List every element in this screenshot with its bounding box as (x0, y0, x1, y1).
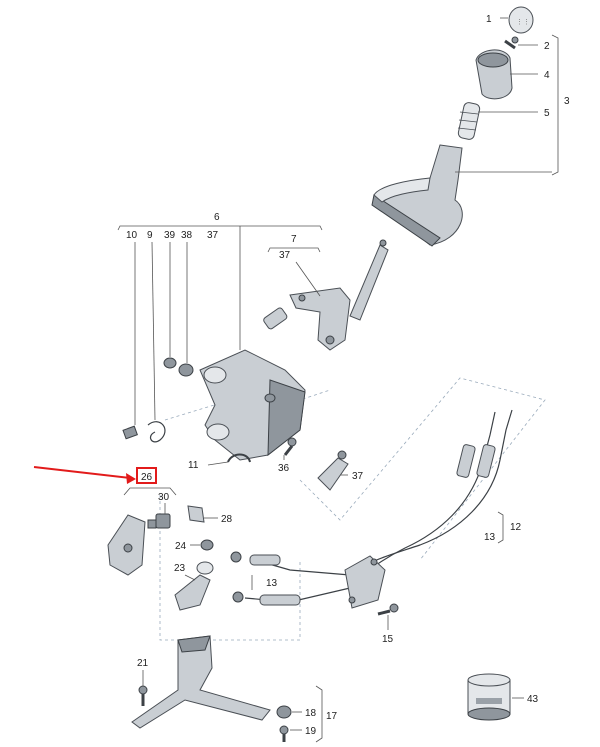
label-3: 3 (564, 96, 570, 107)
grommet-18 (276, 705, 292, 719)
cable-end-37 (317, 450, 349, 491)
label-43: 43 (527, 694, 539, 705)
label-1: 1 (486, 14, 492, 25)
label-5: 5 (544, 108, 550, 119)
label-12: 12 (510, 522, 522, 533)
label-37-top: 37 (279, 250, 291, 261)
cable-fitting-lower (232, 591, 301, 606)
callout-labels: 1 2 3 4 5 6 7 37 10 9 39 38 37 11 36 37 … (126, 14, 570, 737)
label-21: 21 (137, 658, 149, 669)
support-bracket (131, 635, 271, 729)
label-38: 38 (181, 230, 193, 241)
label-6: 6 (214, 212, 220, 223)
screw-36 (283, 437, 297, 456)
label-13-right: 13 (484, 532, 496, 543)
cable-fitting-upper (230, 551, 281, 566)
nut-24 (200, 539, 214, 551)
cable-bracket (344, 555, 386, 609)
label-37-mid: 37 (207, 230, 219, 241)
label-30: 30 (158, 492, 170, 503)
label-11: 11 (188, 460, 199, 471)
label-7: 7 (291, 234, 297, 245)
label-23: 23 (174, 563, 186, 574)
bushing-39 (163, 357, 177, 369)
svg-text:⋮⋮: ⋮⋮ (516, 19, 530, 26)
knob-screw (504, 36, 519, 50)
screw-15 (377, 603, 399, 616)
lever-bracket (263, 287, 351, 351)
label-15: 15 (382, 634, 394, 645)
bushing-28 (187, 505, 205, 523)
lever-23 (174, 561, 214, 611)
label-10: 10 (126, 230, 138, 241)
label-19: 19 (305, 726, 317, 737)
label-18: 18 (305, 708, 317, 719)
label-13-lower: 13 (266, 578, 278, 589)
label-37-right: 37 (352, 471, 364, 482)
gear-knob-cap: ⋮⋮ (508, 6, 534, 34)
relay-lever-plate (107, 514, 157, 576)
shift-boot (371, 144, 463, 247)
label-17: 17 (326, 711, 338, 722)
spring-sleeve (457, 102, 481, 140)
label-26: 26 (141, 472, 153, 483)
label-9: 9 (147, 230, 153, 241)
gear-knob (475, 49, 513, 100)
label-39: 39 (164, 230, 176, 241)
label-4: 4 (544, 70, 550, 81)
bolt-21 (138, 685, 148, 706)
bushing-38 (178, 363, 194, 377)
shift-lever (349, 239, 389, 321)
screw-19 (279, 725, 289, 742)
grease-can (467, 673, 511, 721)
spring-clip (122, 421, 166, 443)
leader-lines (117, 17, 559, 743)
bearing-block-30 (155, 513, 171, 529)
highlight-marker (33, 466, 157, 484)
label-28: 28 (221, 514, 233, 525)
label-36: 36 (278, 463, 290, 474)
label-24: 24 (175, 541, 187, 552)
circlip (227, 453, 251, 463)
label-2: 2 (544, 41, 550, 52)
shifter-housing (199, 349, 306, 461)
